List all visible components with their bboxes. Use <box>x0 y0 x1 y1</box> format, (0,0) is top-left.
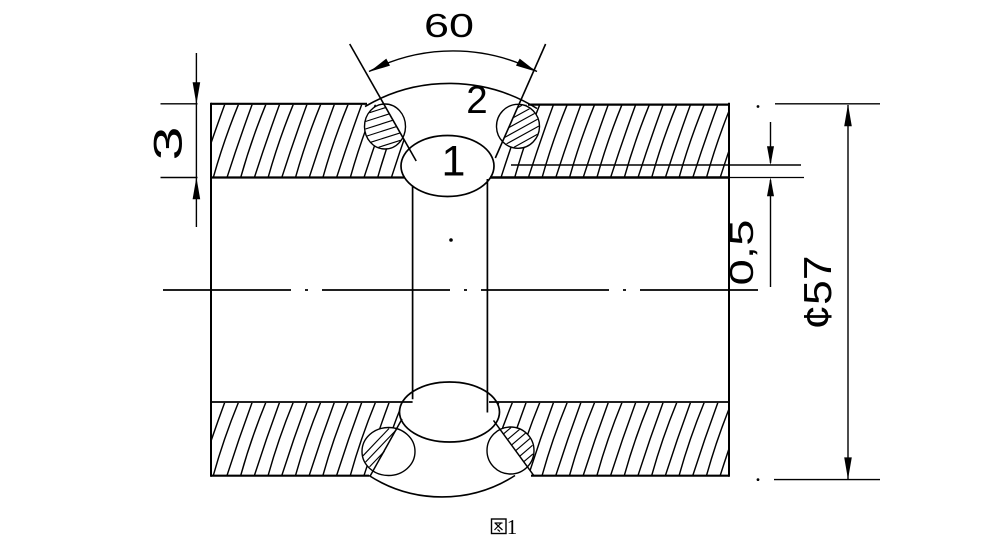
svg-text:1: 1 <box>442 138 466 186</box>
svg-text:60: 60 <box>424 7 474 44</box>
svg-text:3: 3 <box>147 127 191 161</box>
svg-text:1: 1 <box>507 515 518 539</box>
svg-text:2: 2 <box>466 79 487 122</box>
svg-text:0,5: 0,5 <box>723 220 760 286</box>
svg-text:¢57: ¢57 <box>797 256 840 330</box>
